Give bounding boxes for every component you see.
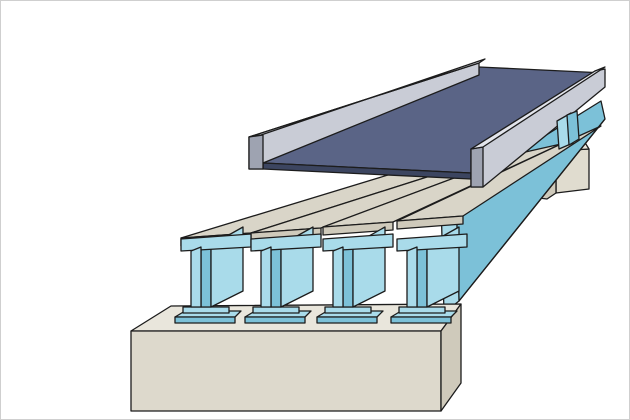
girder-3-flange-edge: [322, 221, 394, 236]
girder-2-web-front: [270, 244, 282, 308]
girder-4-bearing-plate-edge: [390, 316, 452, 324]
outer-girder-bottom-edge: [458, 118, 606, 302]
left-barrier-end: [248, 134, 264, 170]
girder-1-stiffener: [190, 246, 202, 308]
girder-2-top-flange-front: [250, 233, 322, 252]
right-barrier-end: [470, 146, 484, 188]
girder-2-stiffener: [260, 246, 272, 308]
girder-1-bottom-flange: [182, 306, 230, 314]
deck-panel: [248, 58, 606, 188]
abutment-front-face: [130, 330, 442, 412]
girder-4-bottom-flange: [398, 306, 446, 314]
girder-3-top-flange-front: [322, 233, 394, 252]
girder-4-top-flange-front: [396, 233, 468, 252]
girder-1-bearing-plate-edge: [174, 316, 236, 324]
girder-3-bearing-plate-edge: [316, 316, 378, 324]
girder-2-bottom-flange: [252, 306, 300, 314]
right-barrier-top: [470, 66, 606, 150]
girder-4-flange-edge: [396, 215, 464, 230]
girder-3-bottom-flange: [324, 306, 372, 314]
girder-2-bearing-plate-edge: [244, 316, 306, 324]
girder-3-stiffener: [332, 246, 344, 308]
girder-1-web-front: [200, 244, 212, 308]
girder-4-stiffener: [406, 246, 418, 308]
far-support-post-shade: [566, 110, 580, 146]
steel-girders: [174, 226, 468, 324]
girder-3-web-front: [342, 244, 354, 308]
girder-4-web-front: [416, 244, 428, 308]
